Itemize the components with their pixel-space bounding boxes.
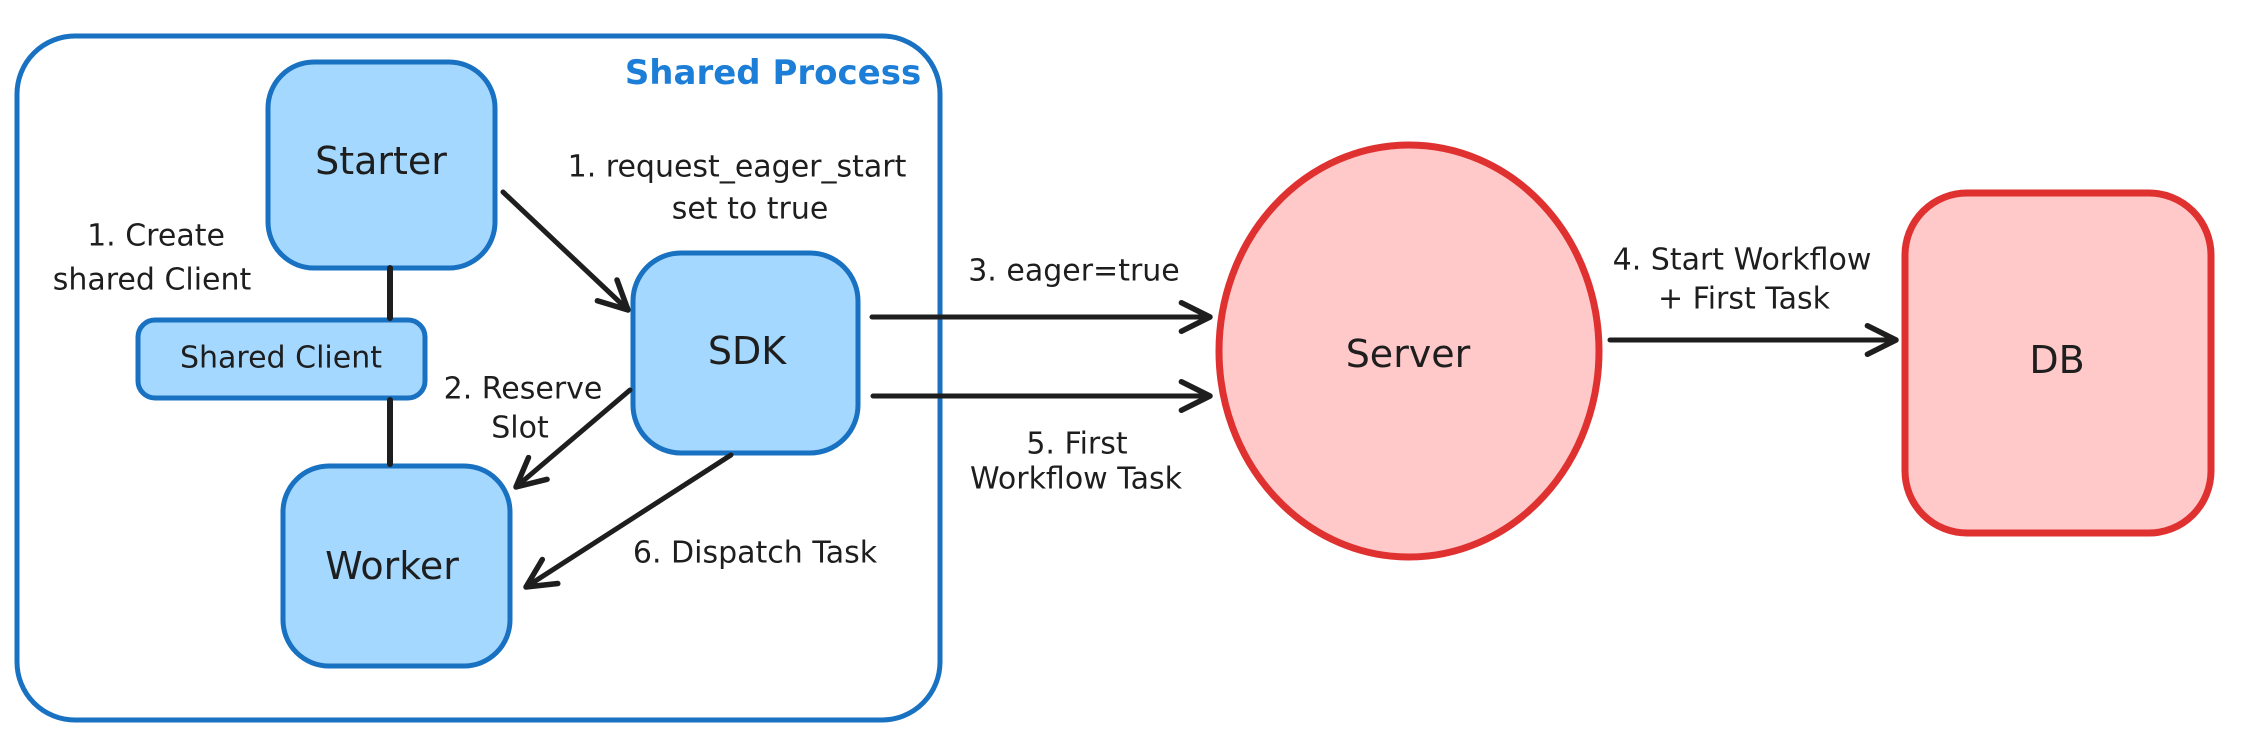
starter-node [265,59,498,271]
sdk-label: SDK [708,329,787,373]
worker-node [280,463,513,669]
arrow-request-eager-start [500,189,631,313]
annotation-dispatch-task: 6. Dispatch Task [633,536,878,571]
annotation-create-client-line2: shared Client [53,263,252,298]
annotation-reserve-slot-line2: Slot [491,411,549,446]
worker-label: Worker [325,544,459,588]
db-label: DB [2029,338,2084,382]
annotation-start-workflow-line1: 4. Start Workflow [1613,243,1872,278]
server-label: Server [1346,332,1471,376]
annotation-reserve-slot-line1: 2. Reserve [444,372,603,407]
annotation-eager-true: 3. eager=true [968,254,1180,289]
sdk-node [630,250,861,456]
shared-process-container [14,33,943,723]
annotation-request-eager-line2: set to true [672,192,829,227]
annotation-start-workflow-line2: + First Task [1658,282,1831,317]
shared-process-label: Shared Process [625,53,921,93]
shared-client-node [135,317,428,401]
annotation-create-client-line1: 1. Create [87,219,225,254]
db-node [1901,189,2215,537]
annotation-first-task-line2: Workflow Task [970,462,1183,497]
shared-client-label: Shared Client [180,341,382,376]
arrow-dispatch-task [523,452,734,590]
annotation-request-eager-line1: 1. request_eager_start [568,150,907,185]
starter-label: Starter [315,139,447,183]
server-node [1215,141,1603,561]
annotation-first-task-line1: 5. First [1026,427,1128,462]
arrow-reserve-slot [513,387,633,490]
